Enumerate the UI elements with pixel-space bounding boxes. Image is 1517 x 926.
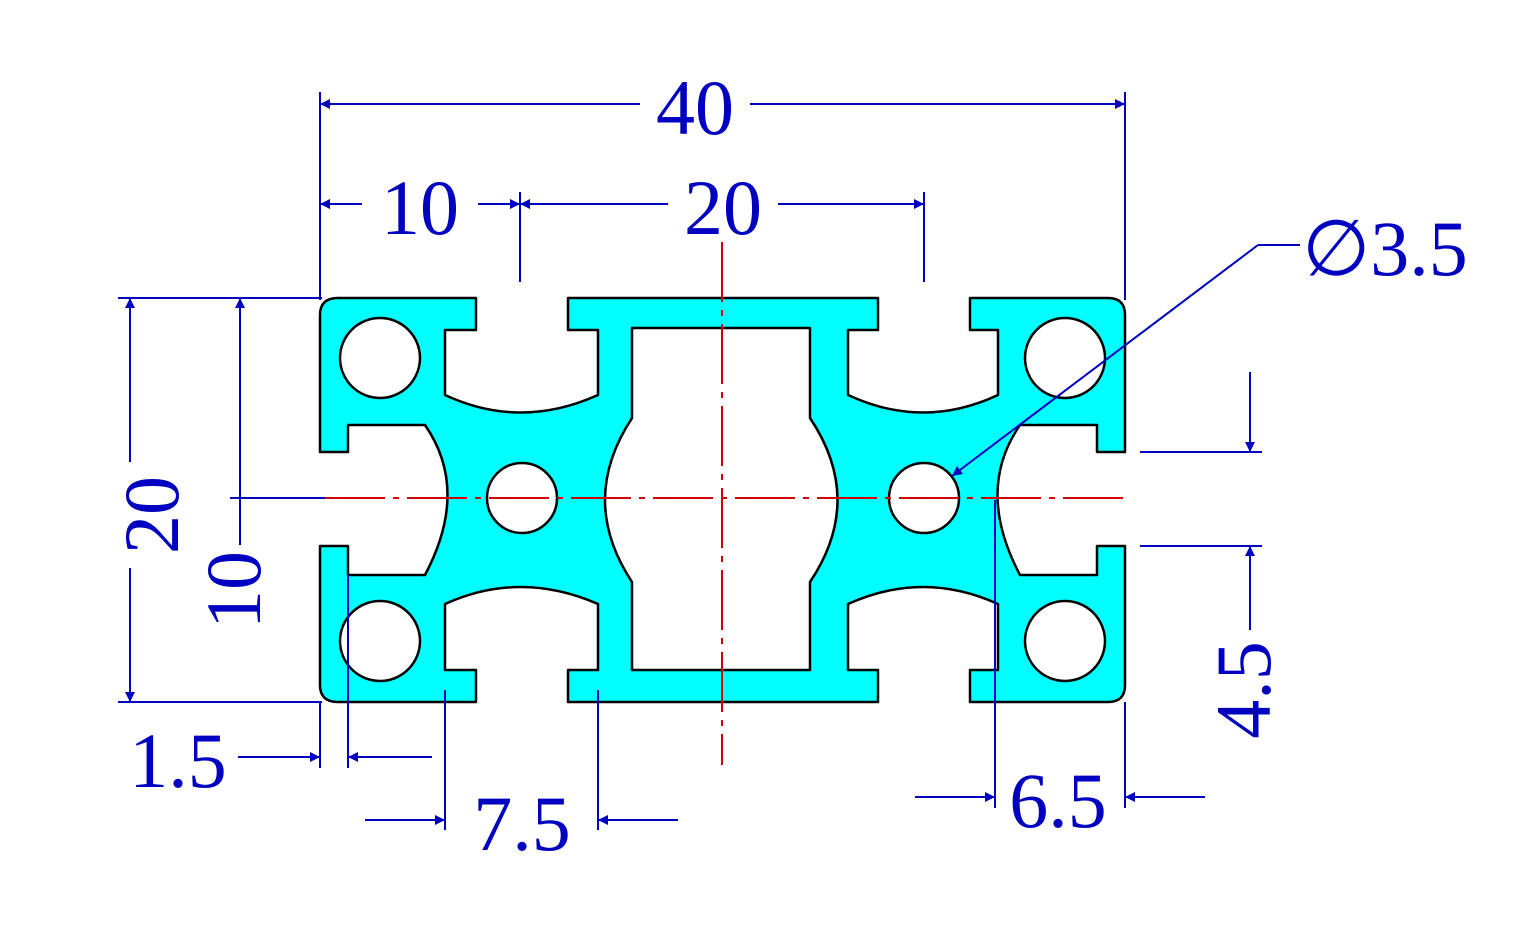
dim-slot-opening: 7.5 [473, 780, 571, 867]
corner-hole-top-right [1023, 316, 1107, 400]
dim-half-height: 10 [190, 551, 277, 629]
dim-slot-width: 4.5 [1200, 641, 1287, 739]
dim-hole-diameter: ∅3.5 [1302, 205, 1467, 292]
corner-hole-bottom-right [1023, 599, 1107, 683]
dim-slot-depth: 6.5 [1009, 757, 1107, 844]
corner-hole-top-left [338, 316, 422, 400]
dim-overall-width: 40 [656, 64, 734, 151]
dim-slot-pitch: 20 [684, 164, 762, 251]
centerlines [325, 242, 1125, 765]
corner-hole-bottom-left [338, 599, 422, 683]
dim-wall-thickness: 1.5 [129, 717, 227, 804]
dim-overall-height: 20 [108, 476, 195, 554]
dim-left-offset: 10 [381, 164, 459, 251]
dimension-lines [118, 92, 1300, 830]
